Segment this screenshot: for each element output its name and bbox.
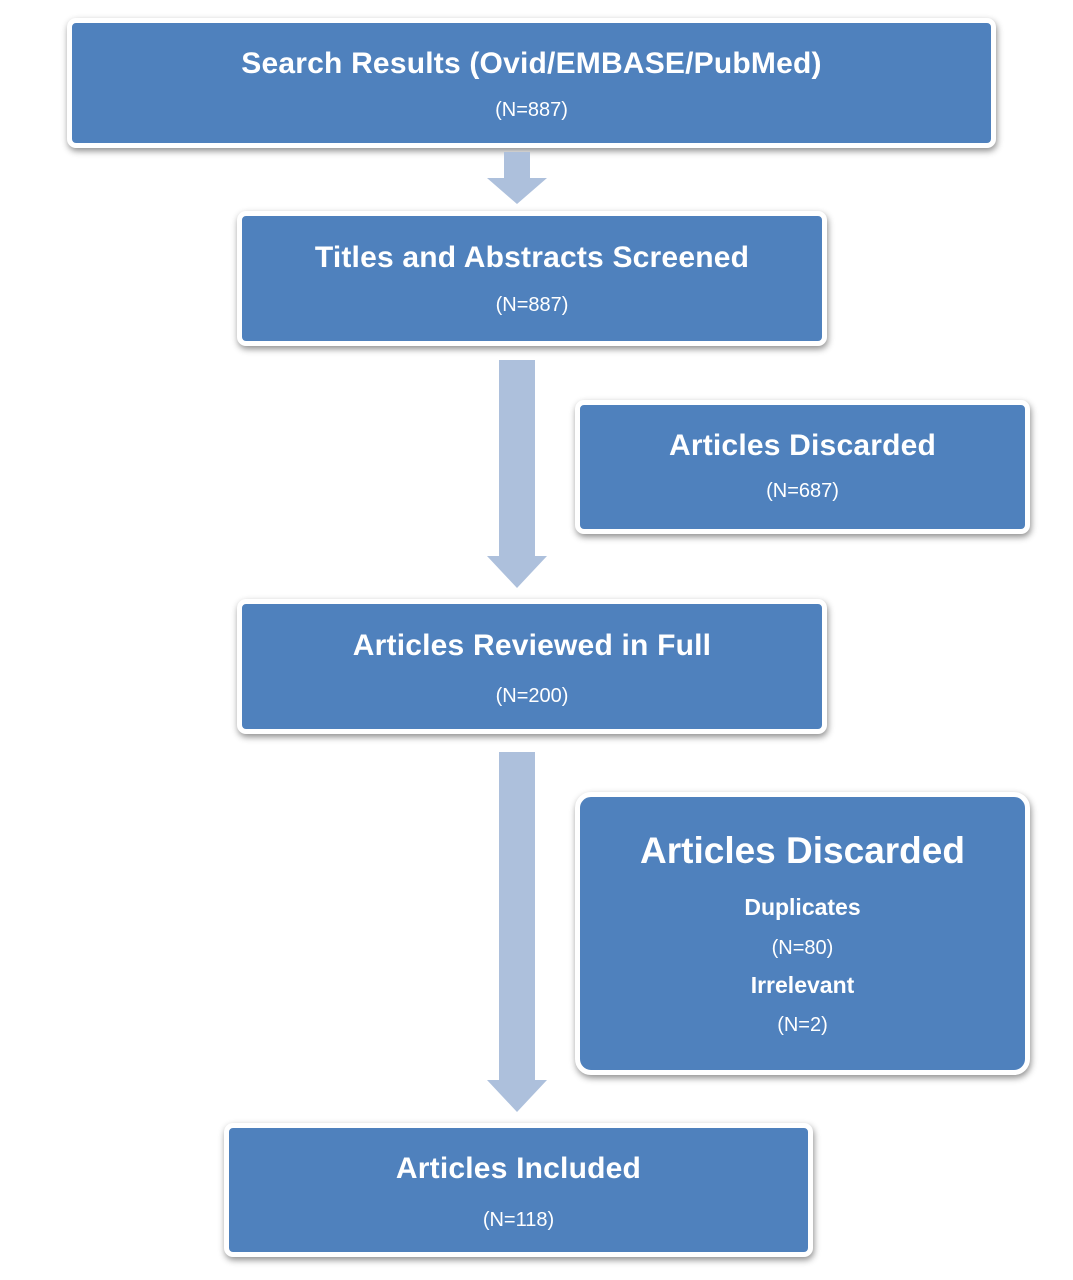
discarded-1-title: Articles Discarded bbox=[668, 429, 937, 462]
included-title: Articles Included bbox=[395, 1152, 642, 1185]
reviewed-title: Articles Reviewed in Full bbox=[352, 629, 712, 662]
duplicates-label: Duplicates bbox=[744, 894, 861, 920]
included-count: (N=118) bbox=[482, 1209, 555, 1231]
irrelevant-count: (N=2) bbox=[777, 1014, 828, 1036]
discarded-2-title: Articles Discarded bbox=[640, 830, 965, 871]
reviewed-count: (N=200) bbox=[495, 685, 569, 707]
discarded-box-2: Articles Discarded Duplicates (N=80) Irr… bbox=[575, 792, 1030, 1075]
duplicates-count: (N=80) bbox=[771, 937, 834, 959]
discarded-box-1: Articles Discarded (N=687) bbox=[575, 400, 1030, 534]
search-results-title: Search Results (Ovid/EMBASE/PubMed) bbox=[241, 47, 822, 80]
discarded-1-count: (N=687) bbox=[766, 480, 839, 502]
included-box: Articles Included (N=118) bbox=[224, 1123, 813, 1257]
reviewed-box: Articles Reviewed in Full (N=200) bbox=[237, 599, 827, 734]
screened-box: Titles and Abstracts Screened (N=887) bbox=[237, 211, 827, 346]
search-results-box: Search Results (Ovid/EMBASE/PubMed) (N=8… bbox=[67, 18, 996, 148]
screened-title: Titles and Abstracts Screened bbox=[314, 241, 750, 274]
screened-count: (N=887) bbox=[495, 294, 569, 316]
arrow-down-icon bbox=[487, 752, 547, 1114]
arrow-down-icon bbox=[487, 360, 547, 590]
arrow-down-icon bbox=[487, 152, 547, 206]
search-results-count: (N=887) bbox=[495, 99, 568, 121]
irrelevant-label: Irrelevant bbox=[750, 972, 855, 998]
